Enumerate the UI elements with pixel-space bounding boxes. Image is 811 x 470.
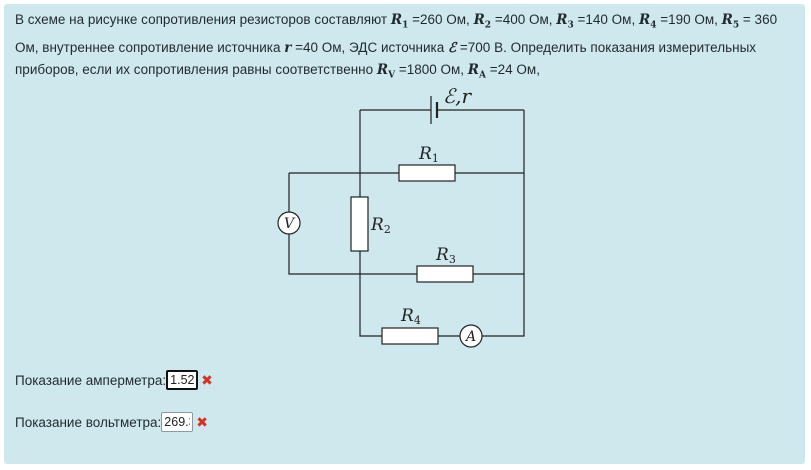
resistor-r2 [350, 196, 369, 252]
question-panel [4, 4, 805, 464]
resistor-r3 [416, 265, 474, 283]
ammeter-symbol [459, 324, 483, 348]
incorrect-icon: ✖ [201, 371, 213, 388]
resistor-r1 [398, 164, 456, 182]
voltmeter-answer-input[interactable] [161, 412, 194, 432]
r2-label: R2 [370, 215, 391, 236]
ammeter-answer-input[interactable] [166, 370, 199, 390]
source-label: ℰ,r [443, 84, 472, 108]
r4-label: R4 [400, 306, 421, 327]
r3-label: R3 [435, 245, 456, 266]
voltmeter-answer-label: Показание вольтметра: [15, 414, 162, 430]
ammeter-answer-label: Показание амперметра: [15, 372, 167, 388]
ammeter-answer-row: Показание амперметра: ✖ [15, 370, 213, 390]
voltmeter-answer-row: Показание вольтметра: ✖ [15, 412, 208, 432]
wire-left-main [359, 110, 382, 337]
voltmeter-label: V [284, 216, 296, 232]
wire-right [482, 110, 525, 337]
incorrect-icon: ✖ [196, 413, 209, 430]
r1-label: R1 [418, 144, 439, 165]
voltmeter-symbol [277, 211, 301, 235]
problem-text: В схеме на рисунке сопротивления резисто… [15, 12, 778, 81]
ammeter-label: A [464, 329, 476, 345]
wire-voltmeter-branch [288, 173, 524, 275]
resistor-r4 [381, 327, 439, 345]
